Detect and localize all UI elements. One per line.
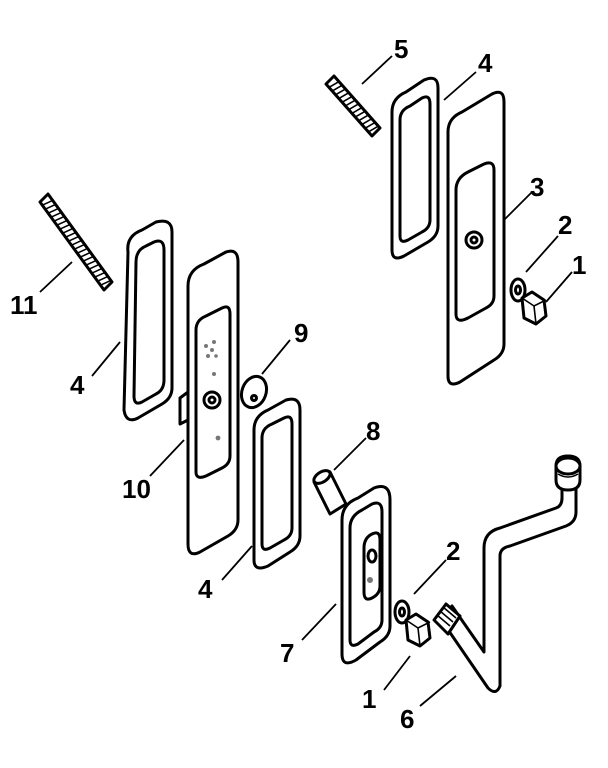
callout-1-lower: 1 [362,684,376,714]
stud-upper [324,74,382,138]
callout-11: 11 [10,290,38,320]
leader-5 [361,55,393,85]
callout-10: 10 [122,474,151,504]
callout-1-upper: 1 [572,250,586,280]
leader-2-upper [525,235,559,273]
disc-orifice [239,374,269,410]
callout-3: 3 [530,172,544,202]
mounting-plate-left [178,249,240,556]
nut-upper [520,290,548,326]
callout-6: 6 [400,704,414,734]
callout-5: 5 [394,34,408,64]
leader-10 [149,439,185,477]
leader-11 [39,261,73,293]
leader-9 [261,339,291,375]
callouts: 11 4 10 9 4 8 7 2 1 6 5 4 3 2 1 [10,34,586,734]
leader-8 [333,437,367,471]
gasket-left [122,219,174,422]
washer-lower [393,599,411,625]
leader-1-lower [383,655,411,691]
leader-4-center [221,545,253,581]
bent-tube [432,454,582,693]
gasket-center [252,397,302,570]
leader-lines [39,55,573,707]
nut-lower [404,612,432,648]
callout-4-center: 4 [198,574,213,604]
stud-long [38,192,114,292]
callout-2-lower: 2 [446,536,460,566]
callout-8: 8 [366,416,380,446]
callout-2-upper: 2 [558,210,572,240]
leader-7 [301,603,337,641]
leader-2-lower [413,559,447,595]
callout-7: 7 [280,638,294,668]
washer-upper [509,277,527,303]
callout-4-left: 4 [70,370,85,400]
leader-4-upper [443,71,477,101]
leader-3 [503,191,533,221]
mounting-plate-upper [446,90,506,386]
callout-9: 9 [294,318,308,348]
gasket-upper [390,76,440,260]
bracket-lower [340,485,392,665]
leader-4-left [91,341,121,377]
callout-4-upper: 4 [478,48,493,78]
leader-1-upper [545,271,573,303]
leader-6 [419,675,457,707]
sleeve [312,469,348,516]
